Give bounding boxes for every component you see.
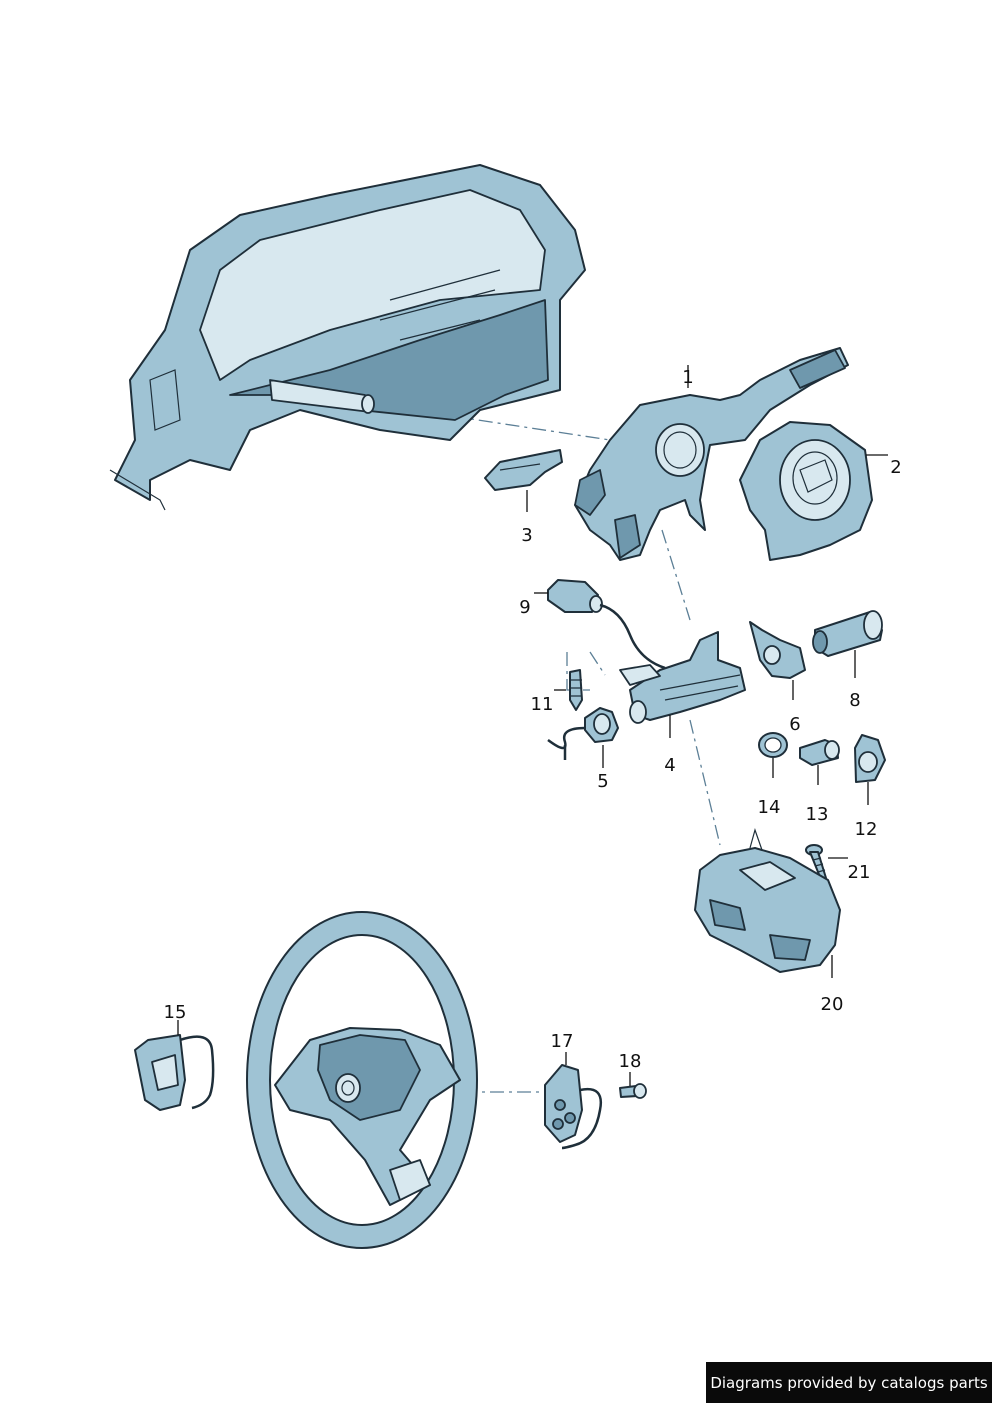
cylinder-part-13 [799, 739, 840, 766]
cover-part-6 [749, 621, 806, 679]
dashboard-frame [109, 164, 586, 511]
credit-banner: Diagrams provided by catalogs parts [706, 1362, 992, 1403]
callout-20: 20 [820, 994, 844, 1015]
combination-switch [574, 347, 849, 561]
control-unit-part-20 [694, 827, 841, 973]
sensor-part-9 [547, 579, 666, 670]
callout-3: 3 [521, 525, 533, 546]
callout-11: 11 [530, 694, 554, 715]
lock-cylinder-part-5 [547, 707, 619, 760]
callout-21: 21 [847, 862, 871, 883]
ring-part-14 [758, 732, 788, 758]
bolt-part-11 [569, 669, 583, 711]
callout-2: 2 [890, 457, 902, 478]
lock-housing-part-4 [619, 631, 746, 724]
callout-9: 9 [519, 597, 531, 618]
screw-part-18 [619, 1083, 647, 1099]
callout-4: 4 [664, 755, 676, 776]
bracket-part-3 [484, 449, 563, 491]
trim-part-12 [854, 734, 886, 783]
callout-8: 8 [849, 690, 861, 711]
callout-13: 13 [805, 804, 829, 825]
callout-18: 18 [618, 1051, 642, 1072]
callout-17: 17 [550, 1031, 574, 1052]
steering-wheel [246, 911, 478, 1249]
callout-12: 12 [854, 819, 878, 840]
callout-6: 6 [789, 714, 801, 735]
button-module-part-15 [134, 1034, 215, 1111]
callout-15: 15 [163, 1002, 187, 1023]
clock-spring [739, 421, 873, 561]
callout-1: 1 [682, 367, 694, 388]
button-module-part-17 [544, 1064, 603, 1150]
callout-5: 5 [597, 771, 609, 792]
leader-lines [177, 365, 888, 1086]
lock-barrel-part-8 [812, 610, 883, 657]
callout-14: 14 [757, 797, 781, 818]
